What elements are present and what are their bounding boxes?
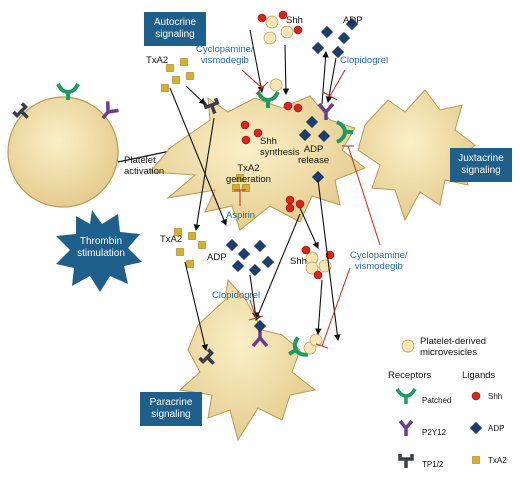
activated-platelet-bottom — [178, 278, 317, 442]
platelet-activation-label: Platelet activation — [124, 155, 165, 177]
thrombin-label: Thrombin stimulation — [77, 236, 125, 259]
adp-label-mid: ADP — [207, 252, 227, 263]
adp-release-label: ADP release — [298, 144, 330, 166]
clopidogrel-bottom-label: Clopidogrel — [212, 290, 261, 301]
signal-arrows — [169, 29, 341, 352]
legend-receptors-title: Receptors — [388, 370, 432, 381]
tp-receptor-bottom-icon — [198, 348, 215, 365]
inhibition-lines — [234, 69, 381, 349]
clopidogrel-top-label: Clopidogrel — [340, 55, 389, 66]
p2y12-receptor-bottom-icon — [251, 330, 269, 348]
legend-shh-label: Shh — [488, 392, 503, 401]
txa2-label-left: TxA2 — [160, 234, 183, 245]
patched-receptor-bottom-icon — [288, 336, 309, 357]
legend-patched-label: Patched — [422, 396, 452, 405]
activated-platelet-center — [148, 95, 366, 231]
shh-label-mid: Shh — [290, 256, 307, 267]
legend-txa2-icon — [472, 456, 480, 464]
p2y12-receptor-icon — [101, 101, 119, 120]
shh-synthesis-label: Shh synthesis — [260, 136, 300, 158]
juxtacrine-box: Juxtacrine signaling — [450, 148, 512, 182]
txa2-label-top: TxA2 — [146, 55, 169, 66]
legend-adp-label: ADP — [488, 424, 505, 433]
p2y12-receptor-center-icon — [317, 102, 335, 120]
legend-tp-label: TP1/2 — [422, 460, 444, 469]
tp-receptor-icon — [12, 102, 29, 119]
resting-platelet — [7, 96, 119, 208]
legend-shh-icon — [471, 391, 481, 401]
legend-microvesicles-label: Platelet-derived microvesicles — [420, 336, 487, 358]
shh-label-top: Shh — [286, 15, 303, 26]
legend-p2y12-label: P2Y12 — [422, 428, 447, 437]
patched-receptor-right-icon — [336, 120, 353, 144]
tp-receptor-center-icon — [202, 97, 220, 115]
autocrine-box: Autocrine signaling — [144, 12, 206, 46]
legend-patched-icon — [395, 388, 417, 404]
patched-receptor-center-icon — [256, 91, 280, 108]
aspirin-label: Aspirin — [226, 210, 256, 221]
thrombin-burst — [56, 210, 142, 292]
adp-label-top: ADP — [343, 15, 363, 26]
legend-adp-icon — [470, 422, 482, 434]
legend-ligands-title: Ligands — [462, 370, 496, 381]
legend-txa2-label: TxA2 — [488, 456, 507, 465]
shh-vesicle-bottom — [303, 333, 323, 355]
legend-tp-icon — [398, 454, 414, 468]
legend-p2y12-icon — [398, 419, 414, 436]
patched-receptor-icon — [56, 83, 80, 100]
adp-cluster-mid — [226, 239, 274, 276]
legend-microvesicle-icon — [401, 339, 415, 353]
activated-platelet-right — [357, 89, 476, 222]
cyclopamine-top-label: Cyclopamine/ vismodegib — [196, 44, 254, 66]
paracrine-box: Paracrine signaling — [140, 392, 202, 426]
cyclopamine-right-label: Cyclopamine/ vismodegib — [350, 250, 408, 272]
activation-arrow — [117, 147, 177, 163]
txa2-generation-label: TxA2 generation — [226, 163, 271, 185]
